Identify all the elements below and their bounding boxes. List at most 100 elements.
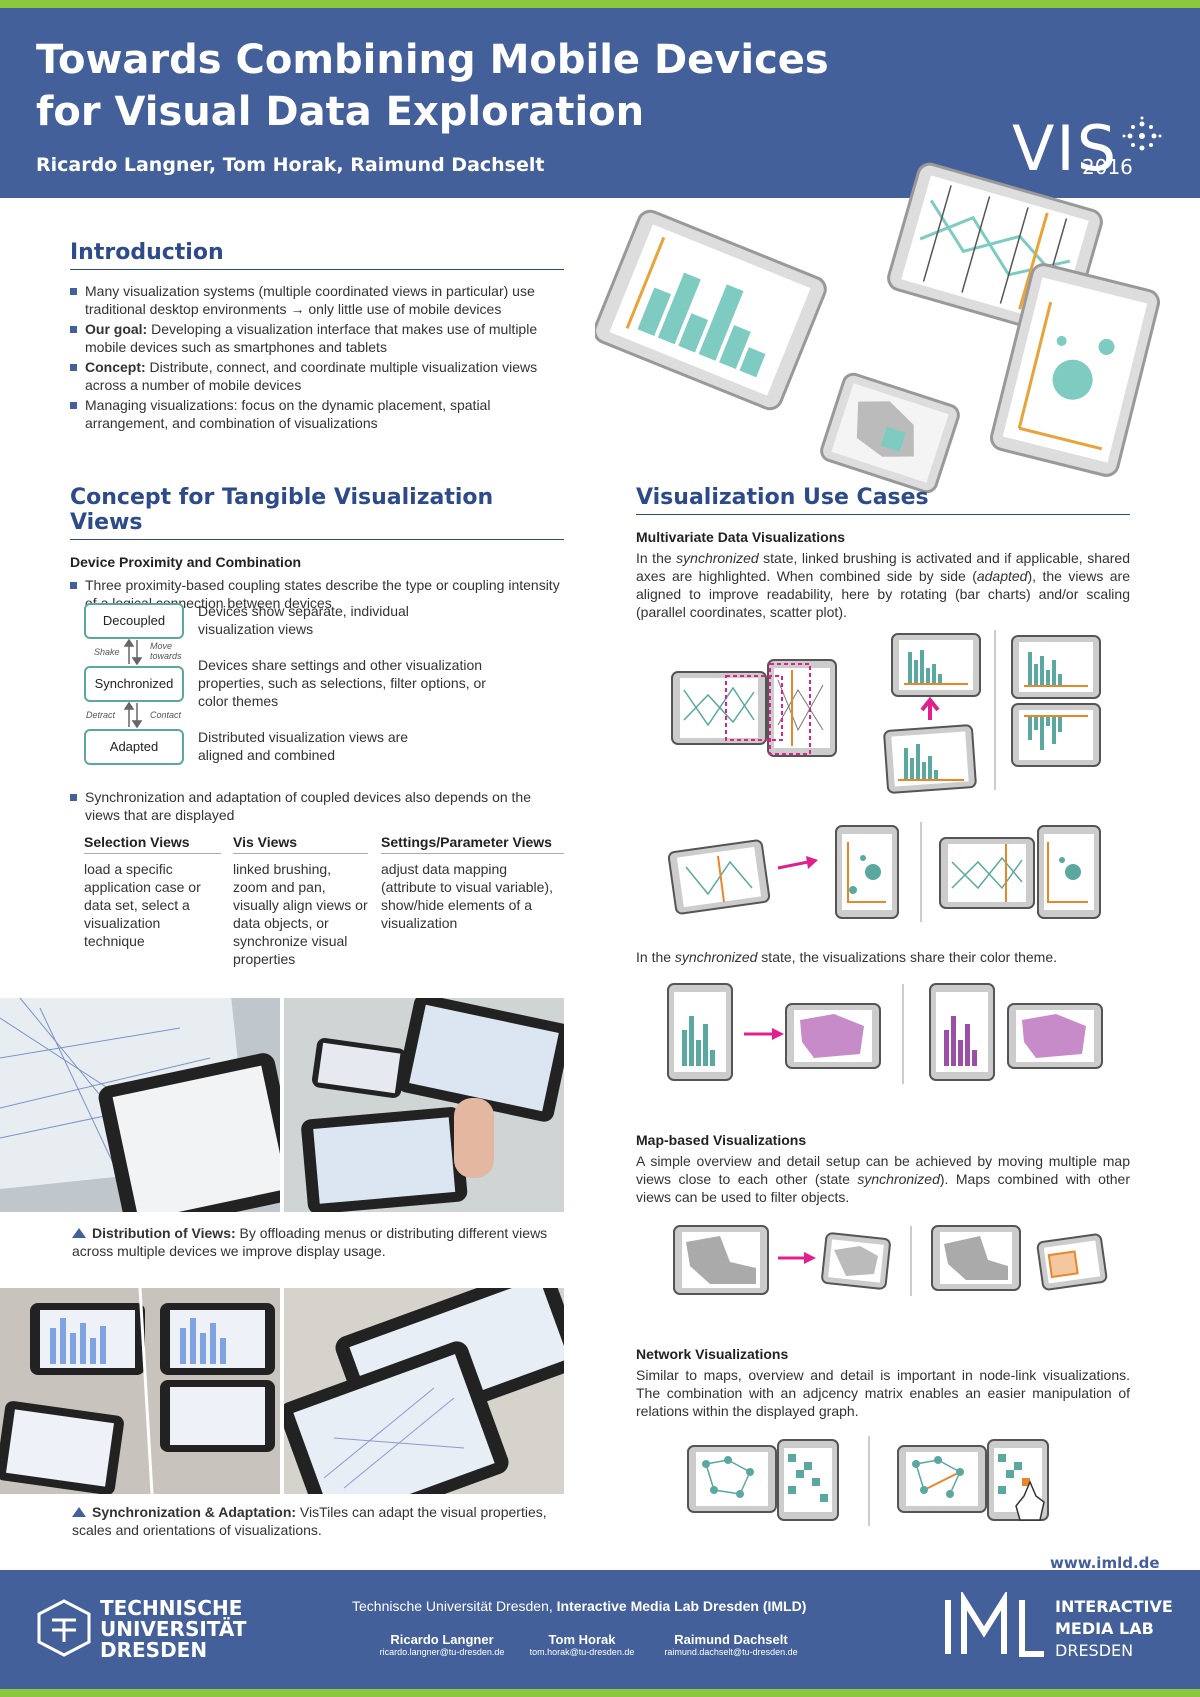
caption-synchronization-text: VisTiles can adapt the visual properties… [72,1504,547,1538]
footer-band [0,1570,1200,1697]
caption-triangle-icon [72,1228,86,1238]
intro-bullet-4: Managing visualizations: focus on the dy… [70,396,564,432]
caption-distribution-text: By offloading menus or distributing diff… [72,1225,548,1259]
state-decoupled: Decoupled [84,603,184,639]
footer-affiliation-b: Interactive Media Lab Dresden (IMLD) [556,1598,807,1614]
map-text-b: ). Maps combined with other views can be… [636,1171,1130,1205]
caption-distribution-bold: Distribution of Views: [92,1225,236,1241]
multivariate-text-b: state, linked brushing is activated and … [636,550,1130,584]
map-text-a: A simple overview and detail setup can b… [636,1153,1130,1187]
vis-views-text: linked brushing, zoom and pan, visually … [233,861,368,967]
footer-person-3-name: Raimund Dachselt [674,1632,788,1647]
intro-bullet-3-text: Distribute, connect, and coordinate mult… [85,359,538,393]
settings-views-heading: Settings/Parameter Views [381,834,564,854]
tu-dresden-wordmark: TECHNISCHE UNIVERSITÄT DRESDEN [100,1598,246,1661]
map-heading: Map-based Visualizations [636,1132,807,1148]
vis-year: 2016 [1082,155,1133,179]
hero-devices-illustration [595,162,1161,494]
use-cases-heading: Visualization Use Cases [636,485,1130,515]
multivariate-text-a: In the [636,550,677,566]
footer-person-1: Ricardo Langner ricardo.langner@tu-dresd… [372,1632,512,1657]
color-theme-paragraph: In the synchronized state, the visualiza… [636,948,1130,966]
state-adapted: Adapted [84,729,184,765]
color-theme-text-b: state, the visualizations share their co… [757,949,1058,965]
footer-person-1-email[interactable]: ricardo.langner@tu-dresden.de [379,1647,505,1657]
introduction-section: Introduction Many visualization systems … [70,240,564,434]
footer-person-1-name: Ricardo Langner [390,1632,494,1647]
footer-person-3: Raimund Dachselt raimund.dachselt@tu-dre… [656,1632,806,1657]
tu-line-2: UNIVERSITÄT [100,1617,247,1641]
introduction-bullets: Many visualization systems (multiple coo… [70,282,564,432]
photo-network-devices [284,998,564,1212]
photo-scatter-parallel-devices [284,1288,564,1494]
photo-tablets-parallel-coordinates [0,998,280,1212]
multivariate-illustration-2 [668,822,1101,922]
introduction-heading: Introduction [70,240,564,270]
state-decoupled-desc: Devices show separate, individual visual… [198,603,409,637]
author-list: Ricardo Langner, Tom Horak, Raimund Dach… [36,154,545,176]
color-theme-text-a: In the [636,949,675,965]
state-synchronized: Synchronized [84,666,184,702]
vis-snowflake-icon [1122,116,1162,151]
network-section: Network Visualizations Similar to maps, … [636,1346,1130,1420]
multivariate-illustration-1 [671,630,1101,794]
settings-views-text: adjust data mapping (attribute to visual… [381,861,553,931]
vis-logo: VIS [1012,112,1119,185]
intro-bullet-2: Our goal: Developing a visualization int… [70,320,564,356]
label-contact: Contact [150,710,182,720]
vis-views-column: Vis Views linked brushing, zoom and pan,… [233,834,368,968]
network-paragraph: Similar to maps, overview and detail is … [636,1367,1130,1419]
selection-views-text: load a specific application case or data… [84,861,201,949]
intro-bullet-1: Many visualization systems (multiple coo… [70,282,564,318]
bottom-accent-bar [0,1689,1200,1697]
intro-bullet-2-text: Developing a visualization interface tha… [85,321,538,355]
tu-line-1: TECHNISCHE [100,1596,243,1620]
footer-person-2-email[interactable]: tom.horak@tu-dresden.de [529,1647,635,1657]
state-synchronized-desc: Devices share settings and other visuali… [198,657,486,709]
footer-person-2-name: Tom Horak [548,1632,616,1647]
tu-dresden-logo-icon [37,1599,91,1657]
imld-logo-icon [945,1592,1044,1657]
label-move: Move [150,641,173,651]
map-text-synchronized: synchronized [857,1171,940,1187]
title-line-1: Towards Combining Mobile Devices [36,37,829,83]
multivariate-text-adapted: adapted [976,568,1028,584]
imld-line-2: MEDIA LAB [1055,1619,1154,1638]
network-illustration [687,1436,1049,1526]
multivariate-text-synchronized: synchronized [676,550,759,566]
imld-line-3: DRESDEN [1055,1641,1134,1660]
imld-line-1: INTERACTIVE [1055,1597,1173,1616]
footer-url: www.imld.de [1050,1554,1160,1572]
footer-affiliation: Technische Universität Dresden, Interact… [352,1598,806,1614]
intro-bullet-3: Concept: Distribute, connect, and coordi… [70,358,564,394]
title-line-2: for Visual Data Exploration [36,89,645,135]
state-transition-arrows [124,638,143,729]
footer-person-2: Tom Horak tom.horak@tu-dresden.de [522,1632,642,1657]
multivariate-heading: Multivariate Data Visualizations [636,529,846,545]
state-adapted-desc: Distributed visualization views are alig… [198,729,409,763]
multivariate-text-c: ), the views are aligned to improve read… [636,568,1130,620]
label-towards: towards [150,651,182,661]
caption-distribution: Distribution of Views: By offloading men… [72,1224,564,1260]
concept-heading: Concept for Tangible Visualization Views [70,485,564,540]
multivariate-paragraph: In the synchronized state, linked brushi… [636,549,1130,621]
tu-line-3: DRESDEN [100,1638,208,1662]
map-illustration [673,1225,1108,1296]
map-section: Map-based Visualizations A simple overvi… [636,1132,1130,1206]
label-shake: Shake [94,647,120,657]
settings-views-column: Settings/Parameter Views adjust data map… [381,834,564,932]
caption-synchronization: Synchronization & Adaptation: VisTiles c… [72,1503,564,1539]
top-accent-bar [0,0,1200,8]
caption-synchronization-bold: Synchronization & Adaptation: [92,1504,297,1520]
poster-title: Towards Combining Mobile Devices for Vis… [36,34,829,138]
footer-affiliation-a: Technische Universität Dresden, [352,1598,557,1614]
concept-section: Concept for Tangible Visualization Views… [70,485,564,614]
selection-views-column: Selection Views load a specific applicat… [84,834,221,950]
use-cases-section: Visualization Use Cases Multivariate Dat… [636,485,1130,621]
footer-person-3-email[interactable]: raimund.dachselt@tu-dresden.de [664,1647,798,1657]
map-paragraph: A simple overview and detail setup can b… [636,1152,1130,1206]
concept-subheading: Device Proximity and Combination [70,554,302,570]
imld-wordmark: INTERACTIVE MEDIA LAB DRESDEN [1055,1596,1173,1662]
selection-views-heading: Selection Views [84,834,221,854]
color-theme-illustration [667,983,1103,1084]
